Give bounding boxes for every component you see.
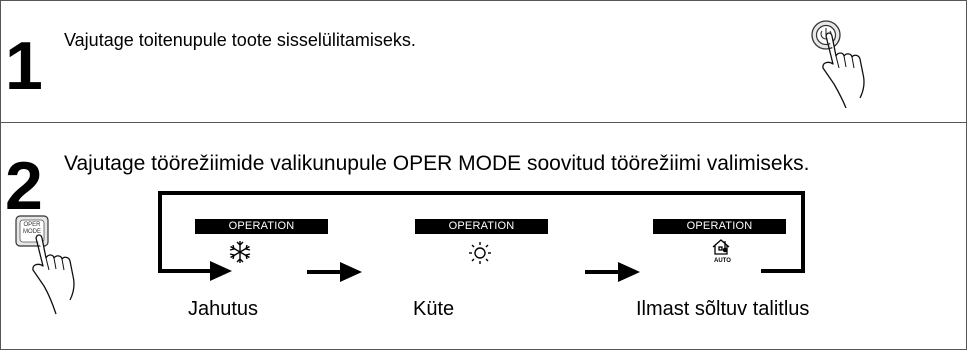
operation-header-2: OPERATION	[415, 219, 548, 234]
step-1-number: 1	[5, 28, 43, 104]
cycle-loop-line	[158, 191, 805, 273]
power-button-press-icon	[811, 20, 865, 109]
oper-mode-button-label: OPER MODE	[20, 222, 44, 236]
mode-label: MODE	[23, 229, 41, 235]
loop-arrowhead	[210, 261, 232, 281]
step-2-instruction: Vajutage töörežiimide valikunupule OPER …	[64, 152, 810, 175]
mode-label-heating: Küte	[413, 298, 455, 320]
auto-house-icon	[712, 239, 730, 255]
sun-icon	[469, 242, 491, 264]
auto-icon-label: AUTO	[714, 258, 731, 264]
snowflake-icon	[229, 241, 251, 263]
oper-label: OPER	[23, 222, 41, 228]
operation-header-1: OPERATION	[195, 219, 328, 234]
step-1-instruction: Vajutage toitenupule toote sisselülitami…	[64, 30, 416, 50]
arrow-1-icon	[307, 262, 362, 282]
section-divider	[0, 122, 967, 123]
mode-label-auto: Ilmast sõltuv talitlus	[636, 298, 810, 320]
oper-mode-button-press-icon	[15, 215, 75, 315]
mode-label-cooling: Jahutus	[188, 298, 259, 320]
mode-cycle-diagram	[158, 191, 805, 282]
arrow-2-icon	[585, 262, 640, 282]
operation-header-3: OPERATION	[653, 219, 786, 234]
step-2-number: 2	[5, 148, 43, 224]
